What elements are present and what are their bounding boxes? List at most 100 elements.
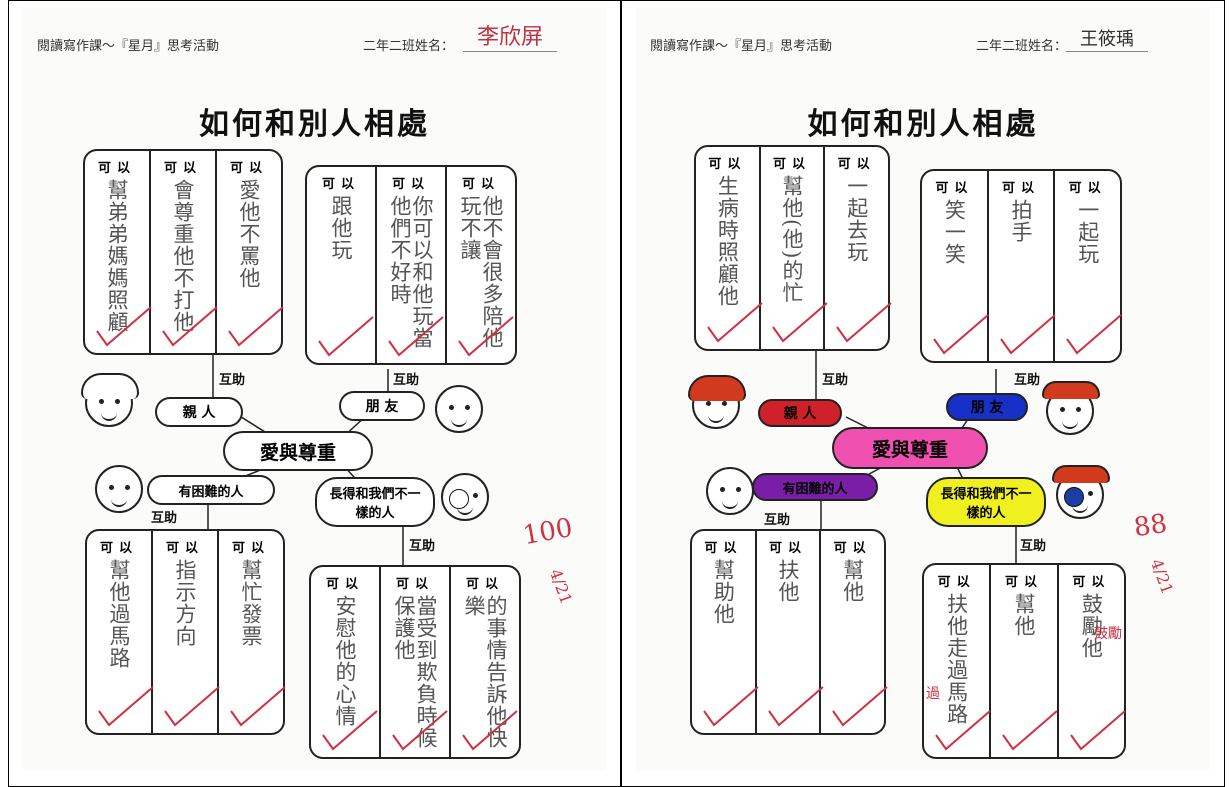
different-bubble: 長得和我們不一樣的人 — [315, 477, 435, 527]
check-mark — [836, 302, 892, 343]
column-header: 可以 — [321, 177, 360, 192]
answer-text: 扶他走過馬路 — [944, 593, 969, 725]
old-man-face — [95, 465, 143, 513]
column-header: 可以 — [163, 161, 202, 176]
grade-mark: 88 — [1132, 508, 1170, 544]
answer-text: 一起去玩 — [844, 175, 869, 263]
answer-text: 幫他過馬路 — [107, 559, 132, 669]
correction-note: 過 — [926, 686, 940, 702]
check-mark — [703, 686, 759, 727]
center-bubble: 愛與尊重 — [223, 431, 373, 471]
column-header: 可以 — [837, 157, 876, 172]
student-name: 李欣屏 — [463, 19, 558, 52]
check-mark — [462, 710, 518, 751]
column-header: 可以 — [325, 577, 364, 592]
header-class: 二年二班姓名： — [976, 39, 1068, 54]
column-header: 可以 — [461, 177, 500, 192]
friends-col-3: 可以 一起玩 — [1055, 171, 1122, 361]
answer-text: 幫他 — [840, 559, 865, 603]
answer-text: 安慰他的心情 — [333, 595, 358, 727]
column-header: 可以 — [395, 577, 434, 592]
column-header: 可以 — [1002, 181, 1041, 196]
boy-face — [435, 385, 483, 433]
answer-text: 幫忙發票 — [239, 559, 264, 647]
answer-text: 幫助他 — [711, 559, 736, 625]
column-header: 可以 — [935, 181, 974, 196]
family-col-2: 可以 會尊重他不打他 — [151, 151, 218, 353]
check-mark — [1069, 710, 1126, 751]
column-header: 可以 — [708, 157, 747, 172]
answer-text: 你可以和他玩當他們不好時 — [388, 195, 435, 349]
column-header: 可以 — [231, 541, 270, 556]
family-col-3: 可以 一起去玩 — [825, 147, 892, 349]
difficulty-box: 可以 幫他過馬路 可以 指示方向 可以 幫忙發票 — [85, 529, 286, 735]
check-mark — [98, 686, 154, 727]
check-mark — [162, 306, 218, 347]
family-bubble: 親 人 — [155, 397, 243, 427]
family-col-1: 可以 生病時照顧他 — [696, 147, 763, 349]
family-box: 可以 生病時照顧他 可以 幫他(他)的忙 可以 一起去玩 — [694, 145, 892, 351]
correction-note: 鼓勵 — [1093, 626, 1122, 642]
worksheet-title: 如何和別人相處 — [807, 107, 1039, 142]
student-name: 王筱瑀 — [1066, 25, 1148, 52]
answer-text: 鼓勵他 — [1079, 593, 1104, 659]
column-header: 可以 — [1004, 575, 1043, 590]
answer-text: 他不會很多陪他玩不讓 — [458, 195, 505, 349]
check-mark — [458, 316, 514, 357]
friends-col-1: 可以 跟他玩 — [307, 167, 377, 363]
column-header: 可以 — [773, 157, 812, 172]
help-label-difficulty: 互助 — [151, 511, 178, 526]
different-bubble: 長得和我們不一樣的人 — [926, 477, 1046, 527]
column-header: 可以 — [97, 161, 136, 176]
family-box: 可以 幫弟弟媽媽照顧 可以 會尊重他不打他 可以 愛他不罵他 — [83, 149, 284, 355]
friends-col-2: 可以 你可以和他玩當他們不好時 — [377, 167, 447, 363]
column-header: 可以 — [1068, 181, 1107, 196]
answer-text: 扶他 — [776, 559, 801, 603]
check-mark — [832, 686, 888, 727]
check-mark — [707, 302, 763, 343]
column-header: 可以 — [391, 177, 430, 192]
difficulty-col-2: 可以 指示方向 — [153, 531, 220, 733]
check-mark — [767, 686, 824, 727]
difficulty-bubble: 有困難的人 — [147, 475, 275, 505]
family-col-2: 可以 幫他(他)的忙 — [761, 147, 828, 349]
worksheet-paper: 閱讀寫作課～『星月』思考活動 二年二班姓名： 王筱瑀 如何和別人相處 可以 生病… — [636, 7, 1210, 770]
help-label-friends: 互助 — [1014, 373, 1041, 388]
answer-text: 拍手 — [1009, 199, 1034, 243]
worksheet-right: 閱讀寫作課～『星月』思考活動 二年二班姓名： 王筱瑀 如何和別人相處 可以 生病… — [621, 0, 1225, 787]
check-mark — [1002, 710, 1058, 751]
eyepatch-face — [1052, 465, 1110, 519]
check-mark — [771, 302, 828, 343]
column-header: 可以 — [833, 541, 872, 556]
answer-text: 幫弟弟媽媽照顧 — [105, 179, 130, 333]
worksheet-left: 閱讀寫作課～『星月』思考活動 二年二班姓名： 李欣屏 如何和別人相處 可以 幫弟… — [8, 0, 621, 787]
check-mark — [96, 306, 152, 347]
friends-box: 可以 跟他玩 可以 你可以和他玩當他們不好時 可以 他不會很多陪他玩不讓 — [305, 165, 517, 365]
column-header: 可以 — [704, 541, 743, 556]
difficulty-col-3: 可以 幫忙發票 — [219, 531, 286, 733]
help-label-different: 互助 — [409, 539, 436, 554]
difficulty-col-1: 可以 幫他過馬路 — [87, 531, 154, 733]
different-col-1: 可以 安慰他的心情 — [311, 567, 381, 757]
difficulty-col-3: 可以 幫他 — [821, 531, 888, 733]
check-mark — [935, 710, 991, 751]
family-col-1: 可以 幫弟弟媽媽照顧 — [85, 151, 152, 353]
worksheet-title: 如何和別人相處 — [199, 107, 430, 142]
friends-bubble: 朋 友 — [946, 393, 1028, 421]
different-col-1: 可以 扶他走過馬路 過 — [924, 565, 992, 757]
different-box: 可以 安慰他的心情 可以 當受到欺負時候保護他 可以 的事情告訴他快樂 — [309, 565, 521, 759]
girl-face — [688, 375, 746, 429]
column-header: 可以 — [1072, 575, 1111, 590]
difficulty-bubble: 有困難的人 — [752, 473, 878, 501]
center-bubble: 愛與尊重 — [832, 427, 988, 469]
different-col-3: 可以 的事情告訴他快樂 — [451, 567, 519, 757]
check-mark — [999, 314, 1056, 355]
answer-text: 一起玩 — [1075, 199, 1100, 265]
column-header: 可以 — [229, 161, 268, 176]
worksheet-paper: 閱讀寫作課～『星月』思考活動 二年二班姓名： 李欣屏 如何和別人相處 可以 幫弟… — [23, 7, 606, 770]
difficulty-col-2: 可以 扶他 — [757, 531, 824, 733]
answer-text: 笑一笑 — [942, 199, 967, 265]
friends-col-1: 可以 笑一笑 — [922, 171, 989, 361]
help-label-family: 互助 — [219, 373, 246, 388]
friends-col-3: 可以 他不會很多陪他玩不讓 — [447, 167, 515, 363]
